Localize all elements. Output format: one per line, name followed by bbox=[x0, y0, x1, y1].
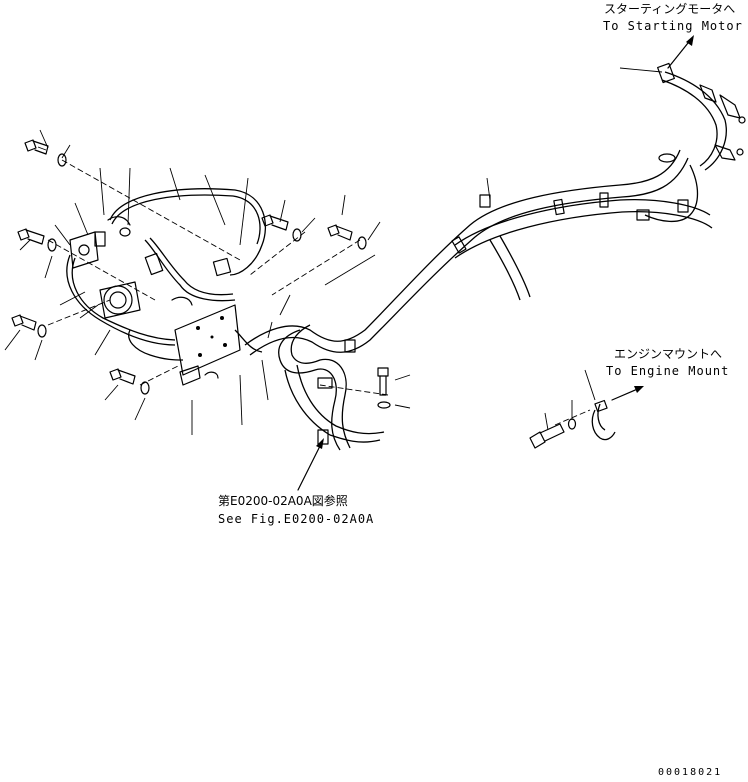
see-figure-label-en: See Fig.E0200-02A0A bbox=[218, 512, 375, 526]
reference-lines bbox=[47, 159, 591, 426]
starting-motor-label-en: To Starting Motor bbox=[603, 19, 743, 33]
engine-mount-label-jp: エンジンマウントへ bbox=[614, 347, 723, 361]
see-figure-label-jp: 第E0200-02A0A図参照 bbox=[218, 494, 348, 508]
callout-leaders bbox=[4, 67, 663, 435]
starting-motor-label-jp: スターティングモータへ bbox=[604, 2, 736, 16]
engine-mount-label-en: To Engine Mount bbox=[606, 364, 730, 378]
main-harness bbox=[244, 149, 713, 451]
engine-mount-parts bbox=[529, 399, 616, 449]
direction-arrows bbox=[297, 35, 694, 491]
bolt-group-middle bbox=[261, 214, 391, 409]
relay-assembly bbox=[66, 188, 267, 386]
starting-motor-end bbox=[636, 62, 746, 223]
bolt-group-left bbox=[11, 139, 150, 395]
drawing-number: 00018021 bbox=[658, 767, 723, 778]
